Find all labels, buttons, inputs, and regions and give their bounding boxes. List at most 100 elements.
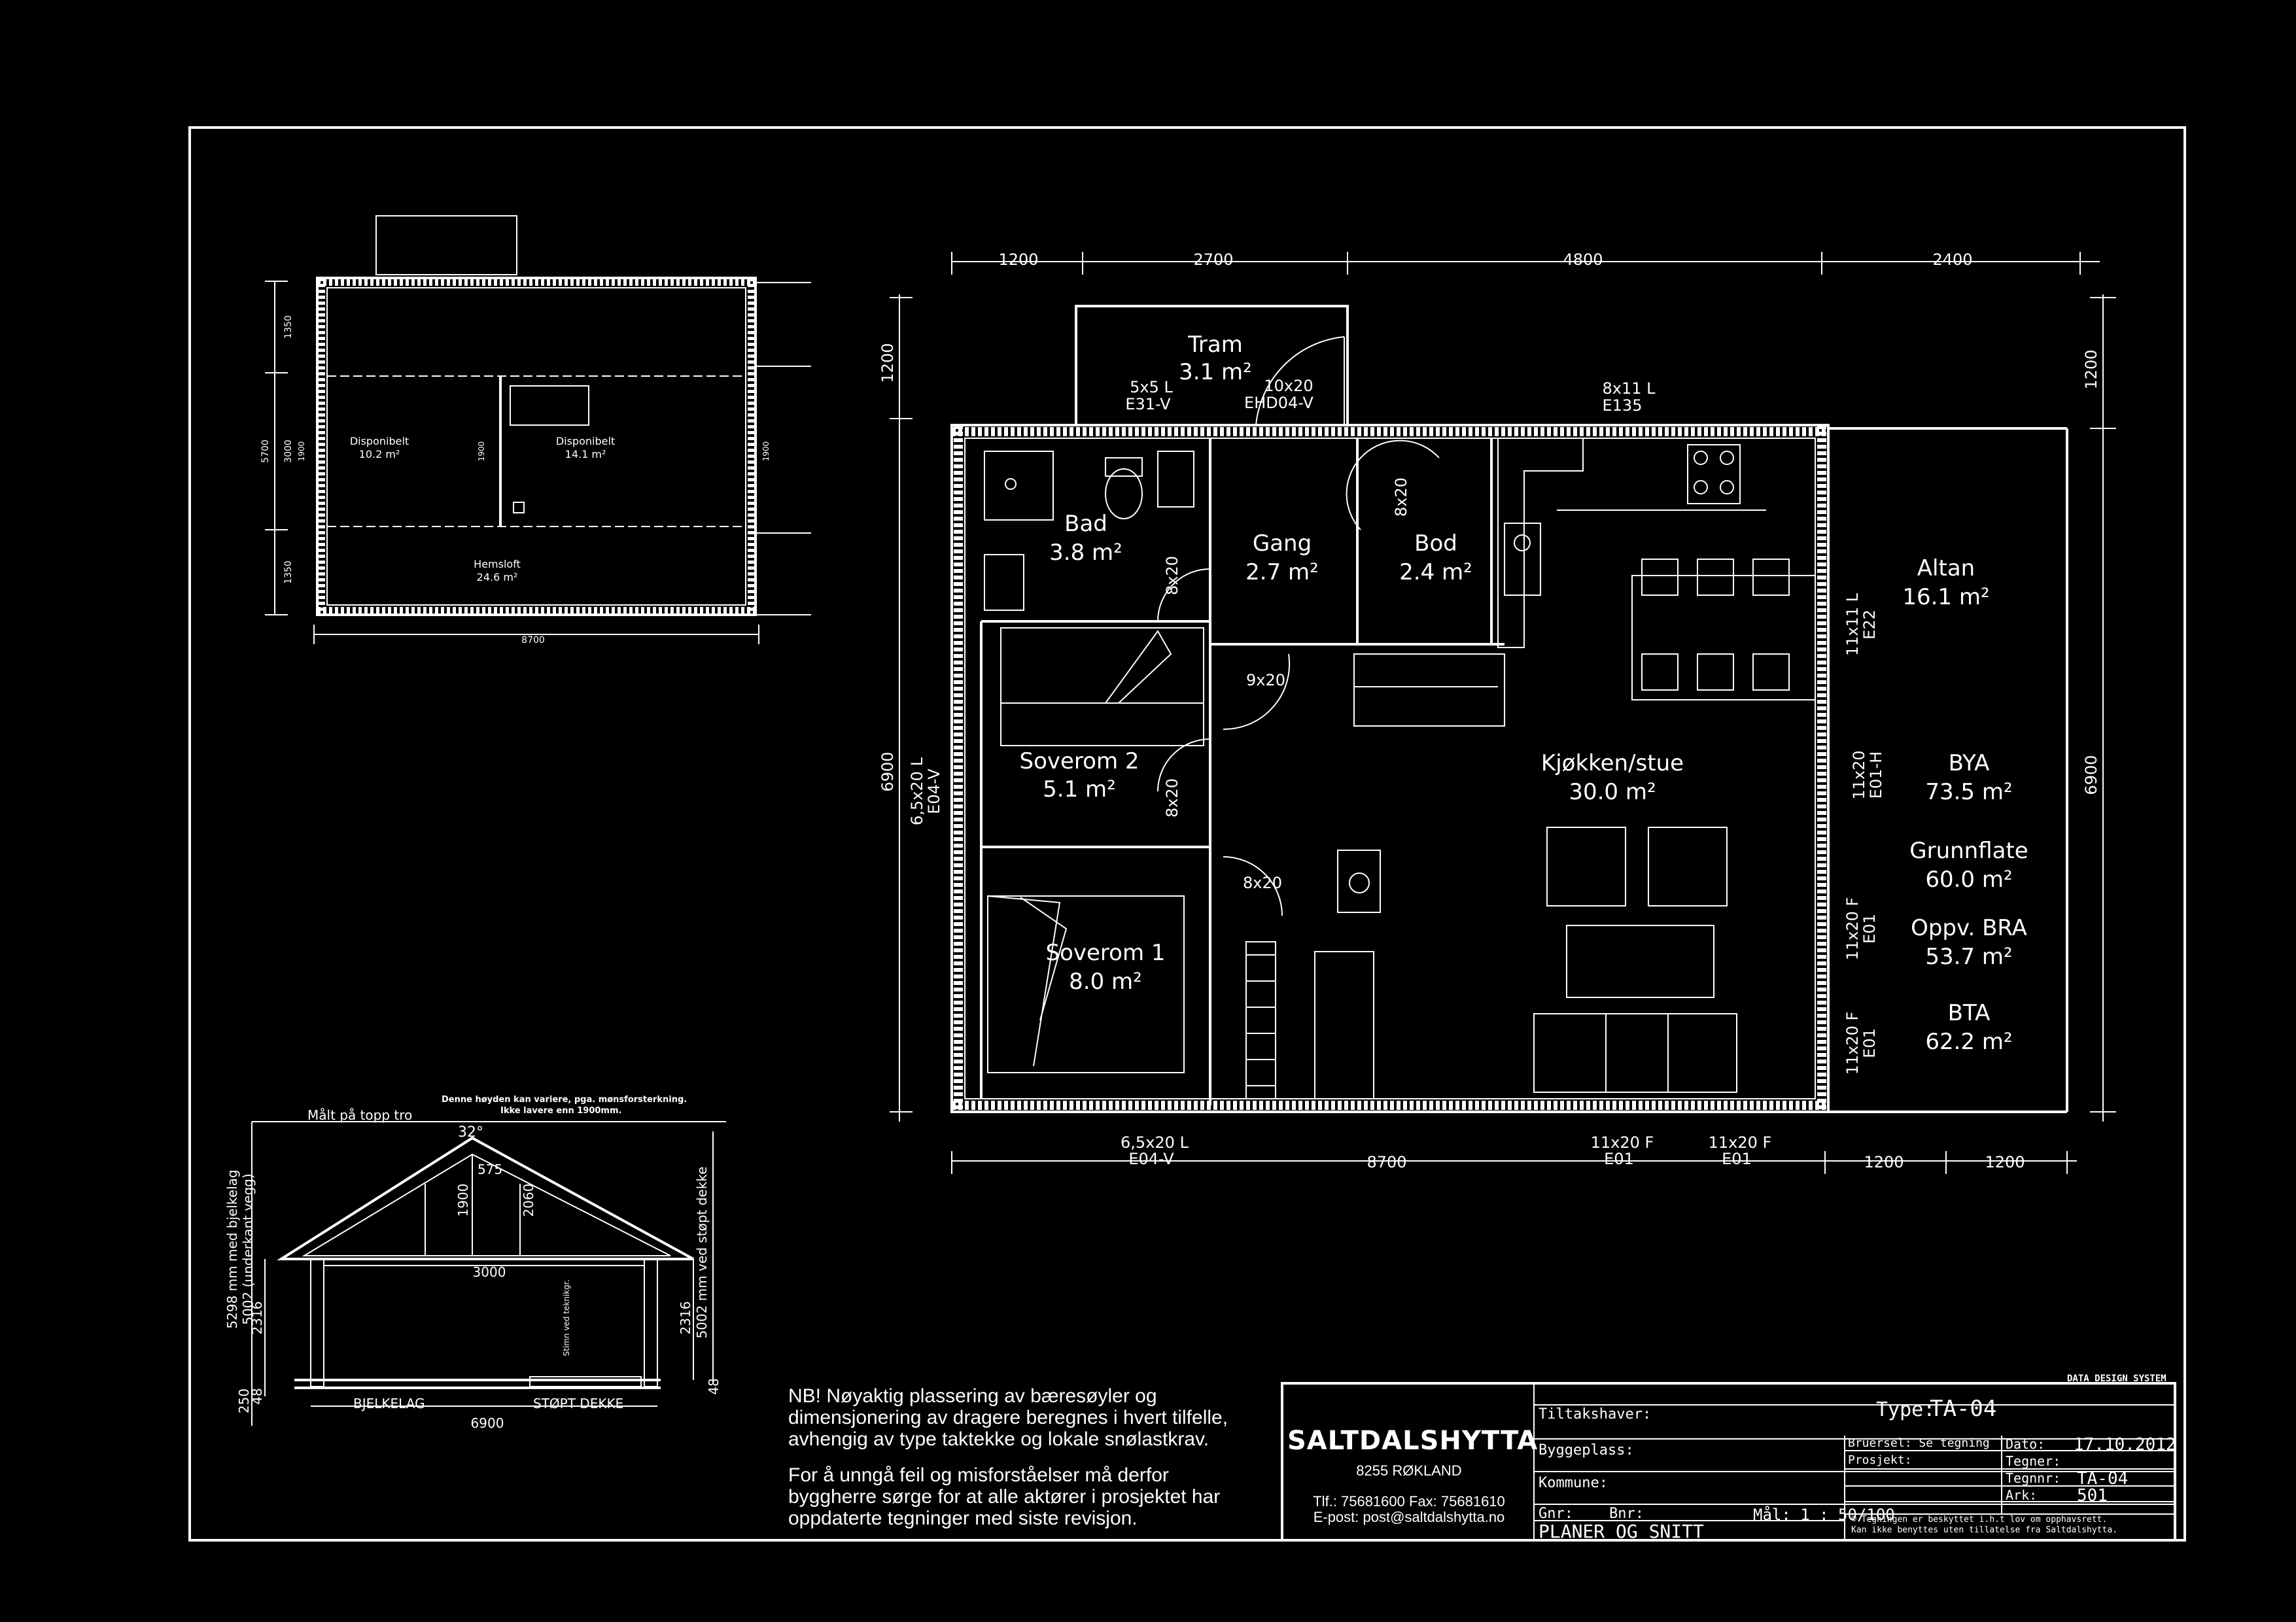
section-3000: 3000 <box>473 1264 506 1280</box>
title-block <box>1281 1382 2176 1542</box>
section-250: 250 <box>236 1389 252 1413</box>
win-11x20-h-label: 11x20 <box>1850 750 1868 799</box>
floor-plan: 1200 2700 4800 2400 8700 1200 1200 1200 … <box>878 250 2116 1174</box>
loft-dim-left-1: 1350 <box>283 315 294 339</box>
win-6-5x20-bottom-code: E04-V <box>1128 1150 1174 1168</box>
room-name-bod: Bod <box>1414 530 1457 557</box>
company-phone: Tlf.: 75681600 Fax: 75681610 <box>1313 1493 1505 1510</box>
tb-byggeplass: Byggeplass: <box>1539 1442 1634 1458</box>
tb-maal: Mål: 1 : 50/100 <box>1753 1506 1895 1524</box>
tb-prosjekt: Prosjekt: <box>1848 1453 1912 1467</box>
loft-room-name-1: Disponibelt <box>350 435 409 447</box>
section-left-dim-2: 5002 (underkant vegg) <box>240 1173 256 1324</box>
stat-value-bta: 62.2 m² <box>1925 1029 2012 1055</box>
tb-type-value: TA-04 <box>1930 1396 1997 1422</box>
win-8x11-label: 8x11 L <box>1602 379 1656 398</box>
section-48: 48 <box>249 1388 265 1404</box>
win-6-5x20-bottom-label: 6,5x20 L <box>1121 1133 1189 1152</box>
structural-note: NB! Nøyaktig plassering av bæresøyler og… <box>788 1385 1259 1544</box>
win-5x5-code: E31-V <box>1125 395 1171 413</box>
tb-kommune: Kommune: <box>1539 1475 1608 1491</box>
tb-ref: Bruersel: Se tegning <box>1848 1436 1990 1450</box>
dim-bottom-3: 1200 <box>1985 1153 2025 1171</box>
section-2060: 2060 <box>521 1184 536 1217</box>
tb-gnr: Gnr: <box>1539 1506 1573 1522</box>
loft-room-area-2: 14.1 m² <box>565 448 606 460</box>
stat-label-bta: BTA <box>1948 1000 1991 1026</box>
stat-label-bya: BYA <box>1949 750 1990 776</box>
tb-tegner: Tegner: <box>2006 1453 2061 1469</box>
room-area-bod: 2.4 m² <box>1399 559 1472 585</box>
dim-top-4: 2400 <box>1932 250 1972 269</box>
win-11x20-f-right1-code: E01 <box>1860 914 1879 944</box>
tb-dato-label: Dato: <box>2006 1436 2045 1452</box>
loft-room-name-2: Disponibelt <box>556 435 615 447</box>
section-inner-note: Stimn ved teknikgr. <box>562 1280 571 1356</box>
room-name-gang: Gang <box>1253 530 1312 557</box>
room-name-altan: Altan <box>1917 555 1975 581</box>
section-2316-left: 2316 <box>249 1302 265 1335</box>
tb-bnr: Bnr: <box>1609 1506 1644 1522</box>
tb-tegnnr-value: TA-04 <box>2077 1469 2129 1489</box>
room-area-soverom-2: 5.1 m² <box>1043 776 1116 802</box>
loft-dim-left-2: 3000 <box>283 440 294 463</box>
section-note-1: Denne høyden kan variere, pga. mønsforst… <box>442 1095 687 1105</box>
win-11x20-f-bottom1-code: E01 <box>1604 1150 1634 1168</box>
stat-value-bya: 73.5 m² <box>1925 779 2012 805</box>
room-area-bad: 3.8 m² <box>1049 540 1122 566</box>
door-10x20-label: 10x20 <box>1264 377 1313 395</box>
section-575: 575 <box>478 1162 502 1177</box>
loft-dim-left-3: 1350 <box>283 561 294 584</box>
company-address: 8255 RØKLAND <box>1356 1462 1462 1479</box>
tb-copyright-2: Kan ikke benyttes uten tillatelse fra Sa… <box>1851 1525 2117 1535</box>
company-contact: Tlf.: 75681600 Fax: 75681610 E-post: pos… <box>1287 1494 1531 1525</box>
door-9x20-gang: 9x20 <box>1246 671 1285 689</box>
tb-ark-label: Ark: <box>2006 1487 2038 1503</box>
stat-value-oppv-bra: 53.7 m² <box>1925 944 2012 970</box>
win-11x20-f-right2-label: 11x20 F <box>1843 1012 1862 1075</box>
section-stopt-dekke: STØPT DEKKE <box>533 1396 623 1411</box>
section-48-right: 48 <box>706 1378 722 1394</box>
win-6-5x20-left-label: 6,5x20 L <box>908 757 926 825</box>
tb-tiltakshaver: Tiltakshaver: <box>1539 1406 1652 1423</box>
dim-right-1: 1200 <box>2082 349 2100 389</box>
dim-bottom-1: 8700 <box>1366 1153 1406 1171</box>
door-8x20-bad: 8x20 <box>1163 556 1181 595</box>
loft-room-area-3: 24.6 m² <box>477 571 518 583</box>
section-bjelkelag: BJELKELAG <box>353 1396 425 1411</box>
room-area-tram: 3.1 m² <box>1179 359 1252 385</box>
door-10x20-code: EHD04-V <box>1244 394 1313 412</box>
loft-room-name-3: Hemsloft <box>474 558 521 570</box>
room-name-soverom-1: Soverom 1 <box>1045 940 1165 966</box>
room-area-soverom-1: 8.0 m² <box>1069 969 1142 995</box>
room-name-bad: Bad <box>1064 511 1107 537</box>
loft-plan: 1350 3000 1350 5700 8700 Disponibelt 10.… <box>260 215 811 646</box>
win-11x20-f-right2-code: E01 <box>1860 1028 1879 1058</box>
win-11x20-h-code: E01-H <box>1867 751 1885 799</box>
dim-right-2: 6900 <box>2082 755 2100 795</box>
door-8x20-bod: 8x20 <box>1392 477 1410 517</box>
stat-label-grunnflate: Grunnflate <box>1909 838 2028 864</box>
tb-brand: DATA DESIGN SYSTEM <box>2067 1373 2166 1384</box>
section-2316-right: 2316 <box>678 1302 693 1335</box>
room-area-altan: 16.1 m² <box>1902 584 1989 610</box>
loft-mark-1: 1900 <box>297 441 306 462</box>
tb-type-label: Type: <box>1876 1398 1936 1421</box>
stat-label-oppv-bra: Oppv. BRA <box>1911 915 2027 941</box>
dim-bottom-2: 1200 <box>1864 1153 1904 1171</box>
loft-room-area-1: 10.2 m² <box>359 448 400 460</box>
win-11x20-f-right1-label: 11x20 F <box>1843 897 1862 961</box>
win-11x20-f-bottom2-code: E01 <box>1722 1150 1752 1168</box>
note-paragraph-2: For å unngå feil og misforståelser må de… <box>788 1464 1221 1529</box>
loft-mark-3: 1900 <box>761 441 771 462</box>
section-heading: Målt på topp tro <box>307 1107 412 1123</box>
tb-copyright-1: © Tegningen er beskyttet i.h.t lov om op… <box>1851 1515 2108 1525</box>
win-5x5-label: 5x5 L <box>1130 378 1173 396</box>
win-8x11-code: E135 <box>1603 396 1643 415</box>
section-right-dim: 5002 mm ved støpt dekke <box>694 1167 710 1339</box>
section-1900: 1900 <box>455 1184 471 1217</box>
win-11x11-label: 11x11 L <box>1843 593 1862 656</box>
door-8x20-sov2: 8x20 <box>1163 778 1181 818</box>
section-6900: 6900 <box>471 1415 504 1431</box>
